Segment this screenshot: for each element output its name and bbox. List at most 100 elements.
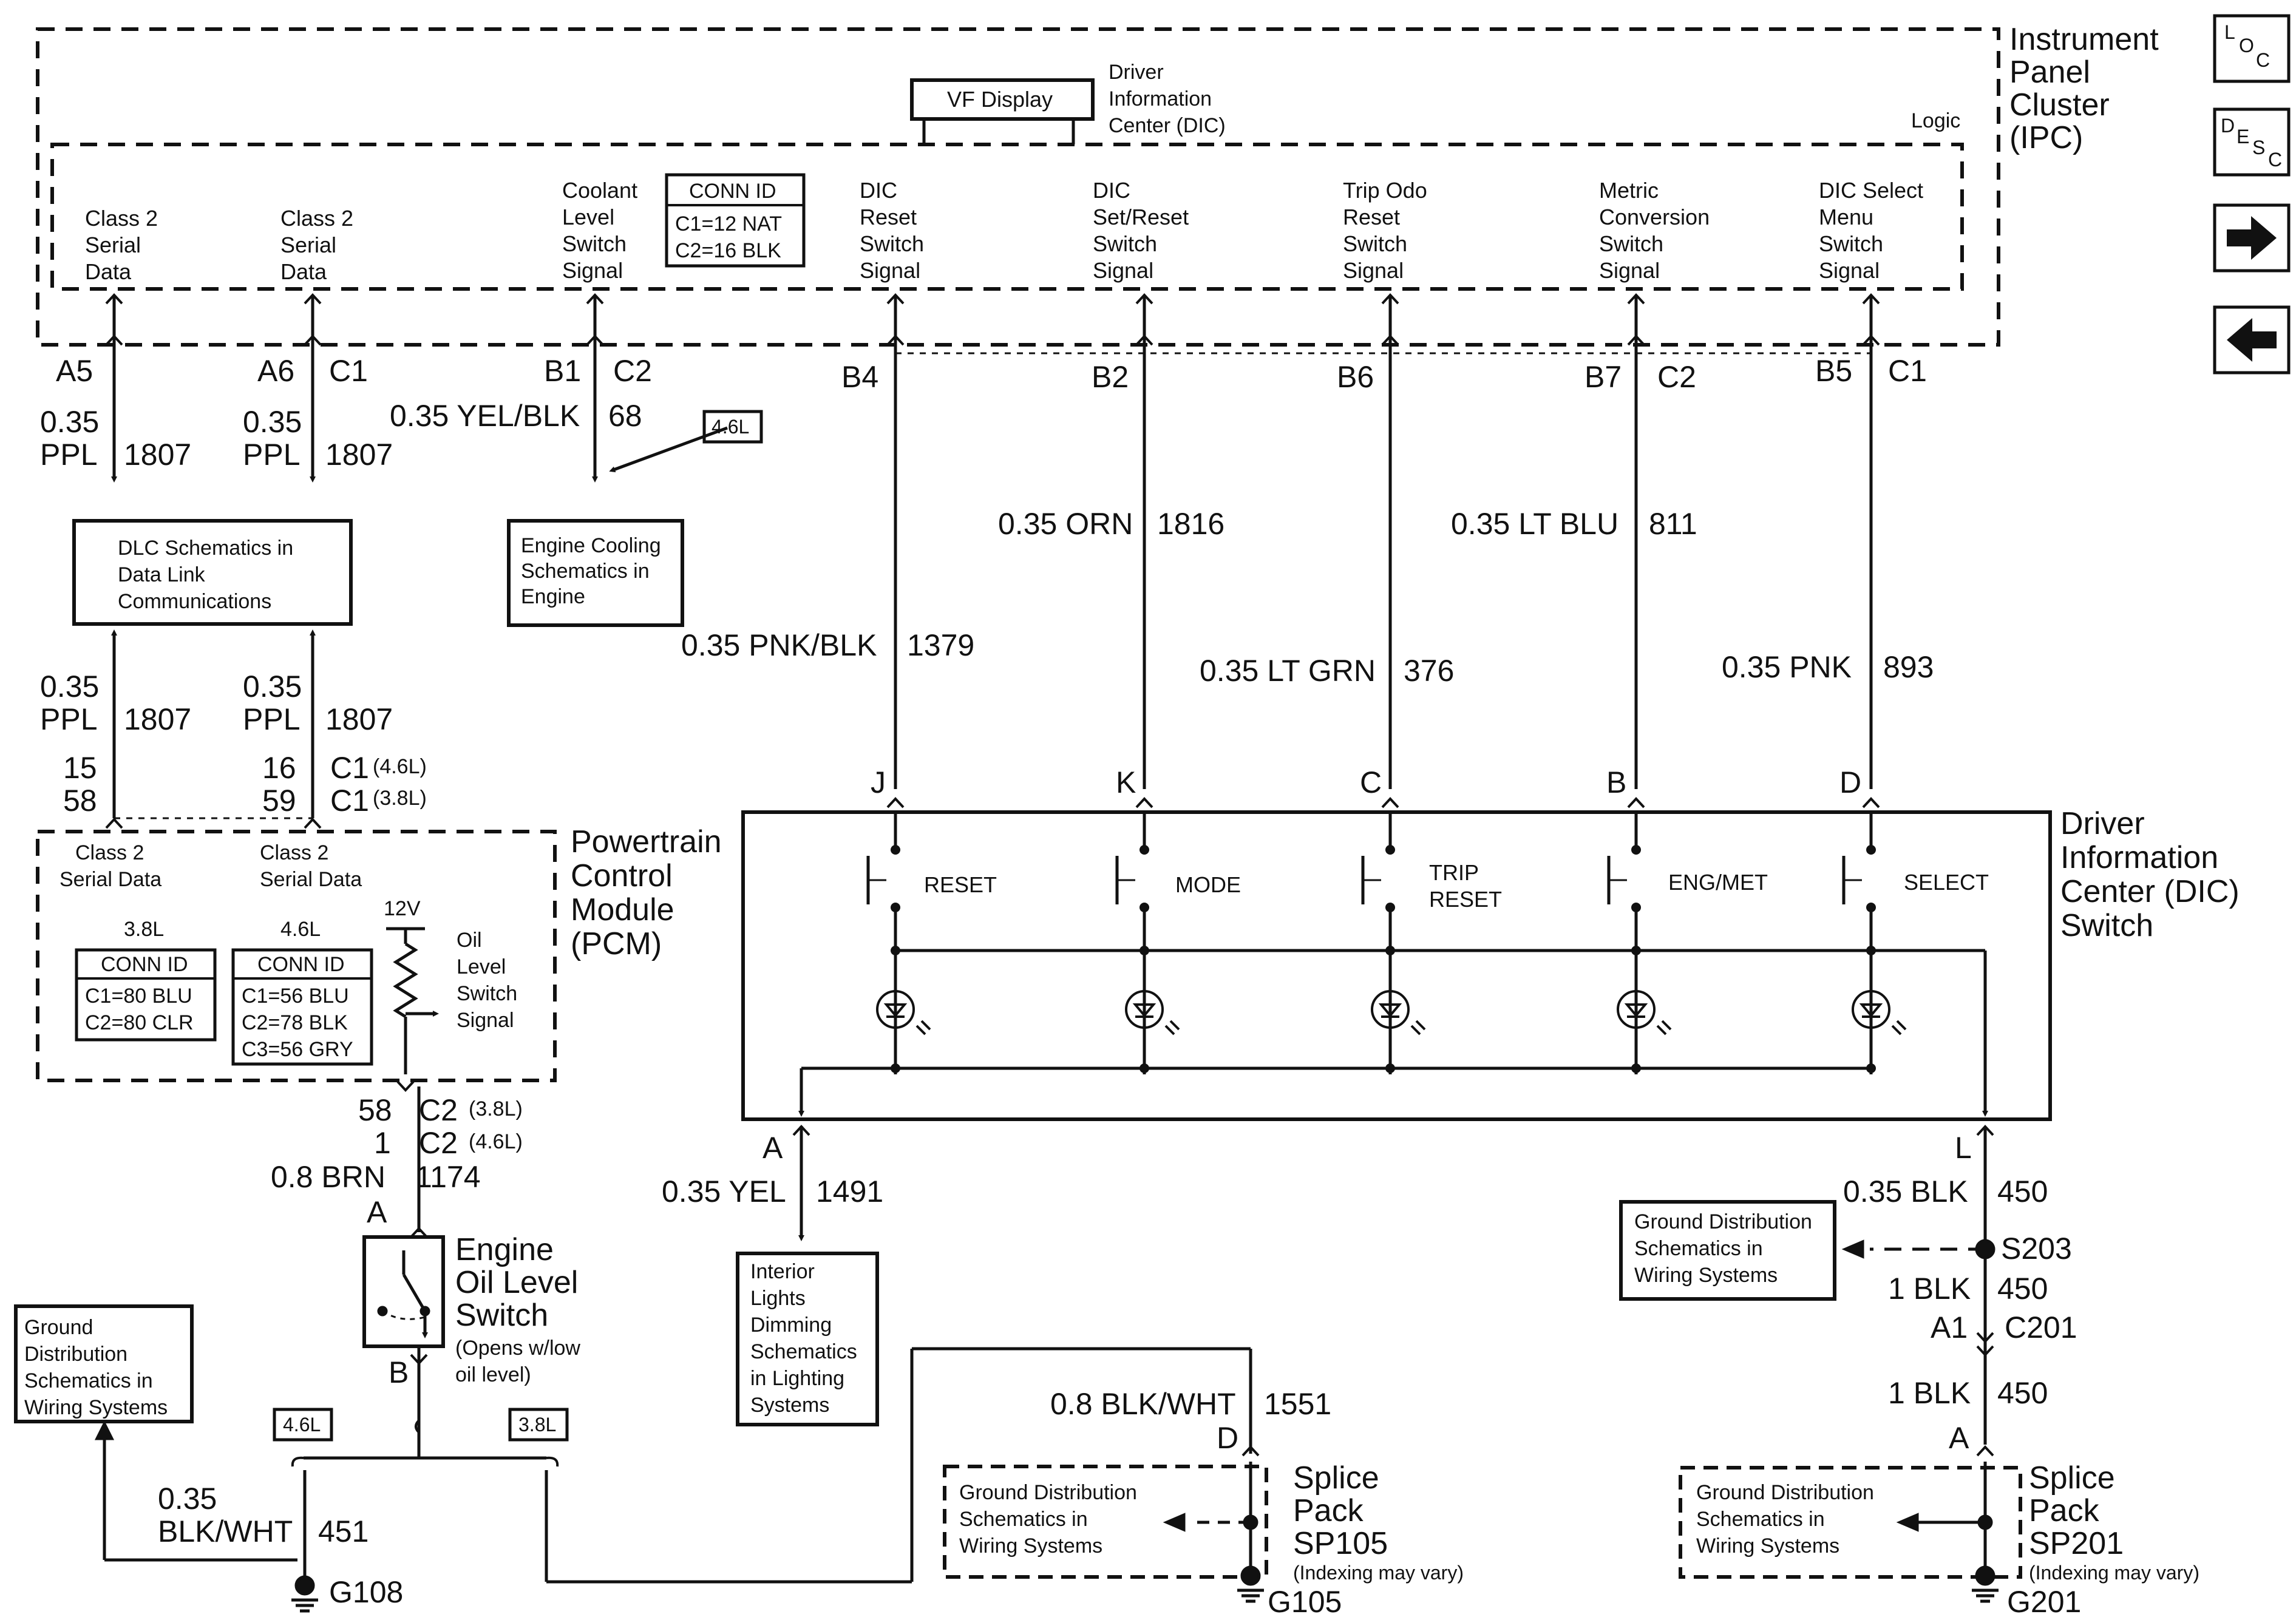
sig4-l2: Reset xyxy=(860,205,917,229)
ec-l2: Schematics in xyxy=(521,560,650,583)
engine-cooling-box xyxy=(507,519,684,627)
tag-3-8l-oil xyxy=(508,1408,569,1442)
w6-label: 0.35 LT GRN xyxy=(1200,654,1376,688)
sig6-l2: Reset xyxy=(1343,205,1400,229)
w9-ckt: 1807 xyxy=(124,702,191,736)
pin-c1b: C1 xyxy=(1888,354,1927,388)
gnd-right-box xyxy=(1619,1200,1836,1301)
sig8-l4: Signal xyxy=(1819,258,1880,283)
pcm-title-4: (PCM) xyxy=(571,926,662,961)
w9-size: 0.35 xyxy=(40,670,99,703)
pcm-title-1: Powertrain xyxy=(571,824,722,859)
btn-trip: TRIP xyxy=(1429,860,1479,885)
w2-size: 0.35 xyxy=(243,405,302,439)
s203-label: S203 xyxy=(2001,1232,2072,1266)
gnd-left-l4: Wiring Systems xyxy=(24,1396,168,1419)
pcm-conn2-header: CONN ID xyxy=(257,953,345,976)
pcm-title-3: Module xyxy=(571,892,674,927)
ipc-conn-id-box xyxy=(665,173,806,268)
w10-color: PPL xyxy=(243,702,301,736)
sig1-l2: Serial xyxy=(85,232,141,257)
tag-4-6l-ipc-text: 4.6L xyxy=(712,416,749,438)
gnd-left-l3: Schematics in xyxy=(24,1369,153,1392)
next-button[interactable] xyxy=(2213,203,2291,273)
pcm-eng-38: 3.8L xyxy=(124,918,164,941)
gnd-sp105-l2: Schematics in xyxy=(959,1508,1088,1531)
interior-l1: Interior xyxy=(750,1260,815,1283)
pcm-sd1-l2: Serial Data xyxy=(59,868,161,891)
sp201-note: (Indexing may vary) xyxy=(2029,1562,2199,1584)
w3-label: 0.35 YEL/BLK xyxy=(390,399,580,433)
sig5-l1: DIC xyxy=(1093,178,1130,203)
pcm-pin-58: 58 xyxy=(63,784,97,818)
c201-label: C201 xyxy=(2005,1310,2077,1344)
sig2-l3: Data xyxy=(280,259,327,284)
pin-b4: B4 xyxy=(841,360,878,394)
tag-4-6l-oil-text: 4.6L xyxy=(283,1414,321,1436)
pin-c2b: C2 xyxy=(1657,360,1696,394)
sig2-l2: Serial xyxy=(280,232,336,257)
gnd-sp105-l3: Wiring Systems xyxy=(959,1534,1102,1558)
loc-c: C xyxy=(2256,49,2270,71)
ipc-title-2: Panel xyxy=(2009,55,2090,90)
loc-button[interactable] xyxy=(2213,14,2291,83)
sig3-l1: Coolant xyxy=(562,178,637,203)
btn-trip-reset: RESET xyxy=(1429,887,1502,912)
pcm-sd2-l2: Serial Data xyxy=(260,868,362,891)
w7-ckt: 811 xyxy=(1649,507,1697,541)
ec-l1: Engine Cooling xyxy=(521,534,661,557)
ipc-title-4: (IPC) xyxy=(2009,120,2083,155)
gnd-sp201-l2: Schematics in xyxy=(1696,1508,1825,1531)
prev-button[interactable] xyxy=(2213,305,2291,375)
gnd-left-l1: Ground xyxy=(24,1316,93,1339)
g201-label: G201 xyxy=(2007,1585,2081,1617)
w6-ckt: 376 xyxy=(1404,654,1454,688)
pcm-c2a-suffix: (3.8L) xyxy=(469,1097,523,1120)
w5-ckt: 1816 xyxy=(1157,507,1224,541)
gnd-left-box xyxy=(14,1304,194,1423)
ipc-outline xyxy=(36,27,2000,347)
oil-note-1: (Opens w/low xyxy=(455,1337,580,1360)
dlc-l3: Communications xyxy=(118,590,271,613)
pcm-conn2-row3: C3=56 GRY xyxy=(242,1038,353,1061)
sp105-outline xyxy=(943,1465,1268,1579)
w14-label: 1 BLK xyxy=(1888,1272,1971,1306)
ipc-conn-row-2: C2=16 BLK xyxy=(675,239,781,262)
pcm-pin-59: 59 xyxy=(262,784,296,818)
arrow-right-icon xyxy=(2227,216,2277,260)
dic-pin-c: C xyxy=(1360,765,1382,799)
w15-label: 1 BLK xyxy=(1888,1376,1971,1410)
tag-4-6l-oil xyxy=(273,1408,333,1442)
dic-title-1: Driver xyxy=(2060,806,2145,841)
pcm-title-2: Control xyxy=(571,858,673,893)
dic-title-4: Switch xyxy=(2060,908,2153,943)
sig4-l3: Switch xyxy=(860,231,924,256)
pcm-c2b: C2 xyxy=(419,1126,458,1160)
dic-title-3: Center (DIC) xyxy=(2060,874,2240,909)
desc-button[interactable] xyxy=(2213,107,2291,177)
ipc-logic-outline xyxy=(50,143,1964,291)
w7-label: 0.35 LT BLU xyxy=(1451,507,1618,541)
tag-3-8l-oil-text: 3.8L xyxy=(518,1414,556,1436)
ipc-conn-row-1: C1=12 NAT xyxy=(675,212,782,236)
dlc-l2: Data Link xyxy=(118,563,206,586)
w9-color: PPL xyxy=(40,702,98,736)
sp201-pin-a: A xyxy=(1949,1421,1969,1455)
interior-l5: in Lighting xyxy=(750,1367,844,1390)
dic-pin-a: A xyxy=(763,1131,783,1165)
sp105-pin-d: D xyxy=(1217,1421,1238,1455)
sig6-l4: Signal xyxy=(1343,258,1404,283)
sig4-l1: DIC xyxy=(860,178,897,203)
w10-size: 0.35 xyxy=(243,670,302,703)
interior-l3: Dimming xyxy=(750,1314,832,1337)
sig5-l3: Switch xyxy=(1093,231,1157,256)
dic-pin-d: D xyxy=(1839,765,1861,799)
pcm-conn1-row1: C1=80 BLU xyxy=(85,985,192,1008)
logic-label: Logic xyxy=(1911,109,1960,132)
oil-title-3: Switch xyxy=(455,1298,548,1333)
dic-pin-b: B xyxy=(1606,765,1626,799)
interior-box xyxy=(736,1252,879,1426)
sig8-l2: Menu xyxy=(1819,205,1873,229)
oil-pin-b: B xyxy=(389,1355,409,1389)
w10-ckt: 1807 xyxy=(325,702,393,736)
